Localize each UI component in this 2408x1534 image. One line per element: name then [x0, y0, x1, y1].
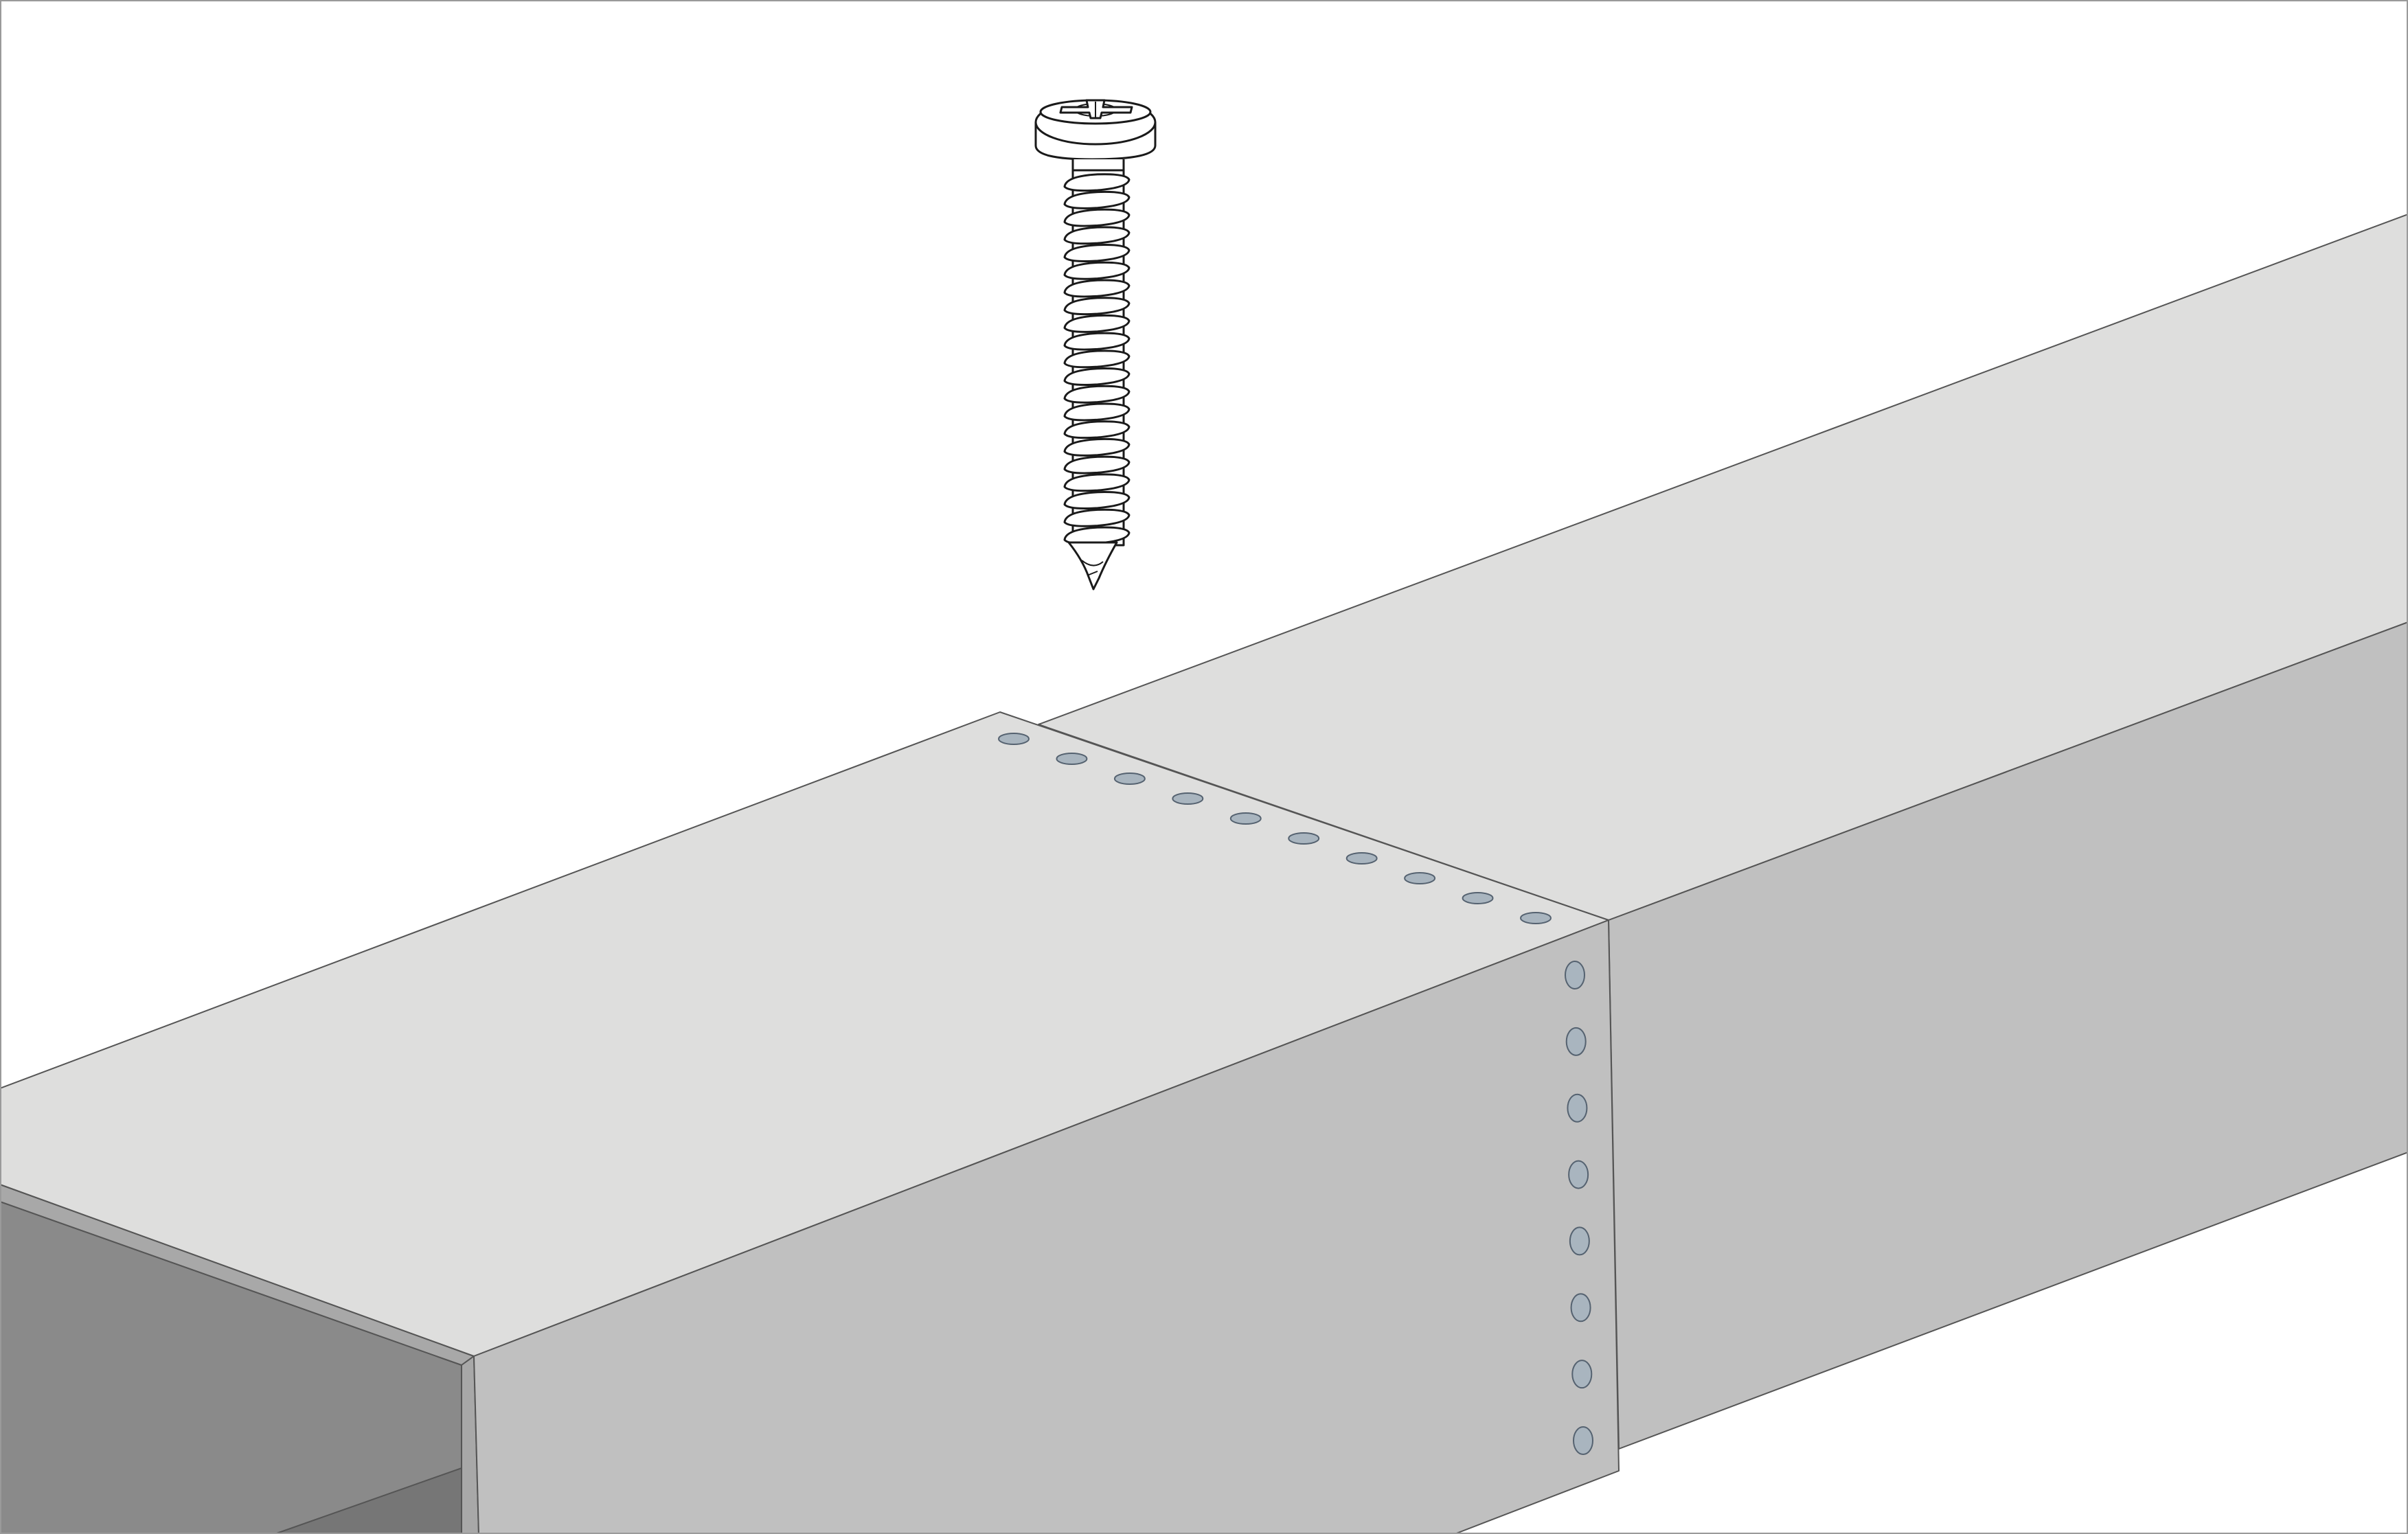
screw-hole — [1345, 852, 1378, 865]
thread-turn — [1063, 314, 1131, 333]
screw-hole — [1567, 1093, 1588, 1123]
screw-tip-cut — [1081, 560, 1104, 576]
thread-turn — [1063, 332, 1131, 351]
outer-duct-side-face — [473, 919, 1620, 1534]
thread-turn — [1063, 261, 1131, 280]
screw-hole — [1229, 812, 1262, 825]
screw-hole — [1565, 1027, 1587, 1056]
side-screw-holes — [1565, 961, 1593, 1455]
screw-pan-head — [1034, 99, 1157, 161]
screw-hole — [1404, 872, 1436, 884]
thread-turn — [1063, 508, 1131, 527]
thread-turn — [1063, 297, 1131, 316]
screw-hole — [1056, 753, 1088, 765]
top-screw-holes — [998, 733, 1552, 924]
thread-turn — [1063, 279, 1131, 298]
screw-hole — [1288, 832, 1320, 845]
screw-hole — [1172, 792, 1204, 805]
inner-duct — [1038, 214, 2408, 1450]
thread-turn — [1063, 208, 1131, 227]
thread-turn — [1063, 420, 1131, 439]
thread-turn — [1063, 491, 1131, 510]
screw-hole — [1571, 1360, 1593, 1389]
screw-hole — [1565, 961, 1585, 989]
thread-turn — [1063, 385, 1131, 404]
thread-turn — [1063, 173, 1131, 192]
screw-hole — [1520, 912, 1552, 924]
thread-turn — [1063, 350, 1131, 369]
screw-hole — [1113, 772, 1146, 785]
thread-turn — [1063, 244, 1131, 262]
screw-hole — [1569, 1226, 1590, 1256]
screw-hole — [1462, 892, 1494, 904]
sheet-metal-screw — [1034, 99, 1157, 591]
screw-hole — [998, 733, 1030, 745]
screw-neck — [1071, 159, 1125, 172]
outer-duct — [0, 711, 1620, 1534]
thread-turn — [1063, 455, 1131, 474]
thread-turn — [1063, 473, 1131, 492]
screw-thread — [1063, 168, 1131, 547]
screw-hole — [1573, 1426, 1593, 1455]
thread-turn — [1063, 190, 1131, 209]
thread-turn — [1063, 402, 1131, 422]
screw-hole — [1568, 1160, 1589, 1189]
thread-turn — [1063, 367, 1131, 386]
screw-hole — [1570, 1293, 1591, 1323]
thread-turn — [1063, 226, 1131, 245]
thread-turn — [1063, 437, 1131, 457]
